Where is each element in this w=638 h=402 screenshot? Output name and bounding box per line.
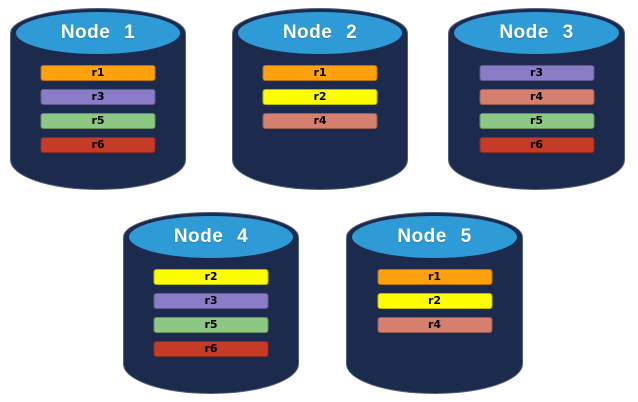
node-title: Node 2 (282, 22, 358, 43)
cylinder-body (448, 34, 625, 190)
replica-bar-r5: r5 (479, 113, 594, 129)
replica-bar-r3: r3 (153, 293, 269, 309)
cylinder-top-face: Node 4 (129, 216, 293, 258)
replica-bar-r1: r1 (262, 65, 378, 81)
replica-bar-r2: r2 (153, 269, 269, 285)
replica-bar-r2: r2 (262, 89, 378, 105)
replica-list: r2 r3 r5 r6 (153, 269, 269, 357)
node-title: Node 5 (397, 226, 472, 247)
node-3-cylinder: Node 3 r3 r4 r5 r6 (448, 8, 625, 190)
replica-bar-r3: r3 (479, 65, 594, 81)
cylinder-body (346, 238, 523, 394)
replica-list: r1 r2 r4 (262, 65, 378, 129)
replica-list: r1 r3 r5 r6 (40, 65, 156, 153)
node-1-cylinder: Node 1 r1 r3 r5 r6 (10, 8, 186, 190)
cylinder-body (232, 34, 408, 190)
cylinder-top-face: Node 3 (454, 12, 619, 54)
replica-list: r1 r2 r4 (377, 269, 492, 333)
node-title: Node 4 (173, 226, 249, 247)
cylinder-body (10, 34, 186, 190)
replica-bar-r6: r6 (153, 341, 269, 357)
replica-bar-r3: r3 (40, 89, 156, 105)
node-title: Node 3 (499, 22, 574, 43)
replica-bar-r5: r5 (153, 317, 269, 333)
replica-bar-r6: r6 (479, 137, 594, 153)
cylinder-body (123, 238, 299, 394)
replica-bar-r2: r2 (377, 293, 492, 309)
cylinder-top-face: Node 5 (352, 216, 517, 258)
node-2-cylinder: Node 2 r1 r2 r4 (232, 8, 408, 190)
replica-bar-r4: r4 (377, 317, 492, 333)
cylinder-top-face: Node 2 (238, 12, 402, 54)
replica-list: r3 r4 r5 r6 (479, 65, 594, 153)
replica-bar-r1: r1 (377, 269, 492, 285)
node-4-cylinder: Node 4 r2 r3 r5 r6 (123, 212, 299, 394)
replica-bar-r1: r1 (40, 65, 156, 81)
cylinder-top-face: Node 1 (16, 12, 180, 54)
node-5-cylinder: Node 5 r1 r2 r4 (346, 212, 523, 394)
replica-bar-r4: r4 (262, 113, 378, 129)
replica-bar-r4: r4 (479, 89, 594, 105)
node-title: Node 1 (60, 22, 136, 43)
replica-bar-r6: r6 (40, 137, 156, 153)
replica-bar-r5: r5 (40, 113, 156, 129)
